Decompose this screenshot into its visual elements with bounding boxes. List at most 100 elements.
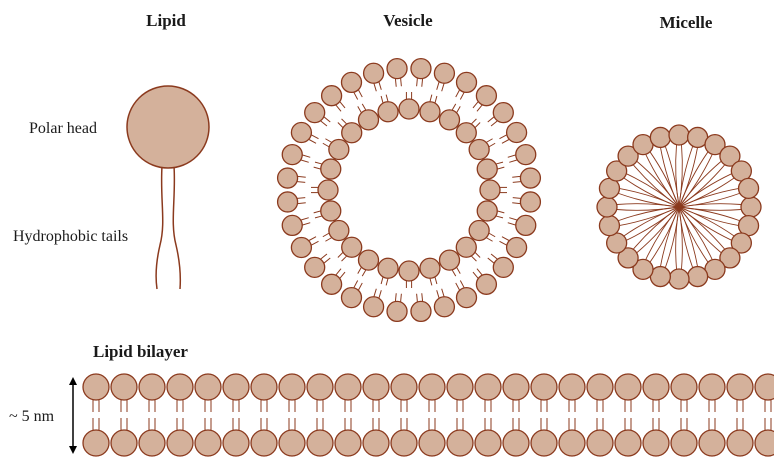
micelle-tail xyxy=(637,207,679,253)
vesicle-tail xyxy=(487,238,493,242)
vesicle-tail xyxy=(401,294,402,302)
bilayer-bottom-head xyxy=(531,430,557,456)
vesicle-tail xyxy=(430,279,432,286)
bilayer-top-head xyxy=(363,374,389,400)
vesicle-tail xyxy=(354,280,358,287)
micelle-head xyxy=(597,197,617,217)
micelle-tail xyxy=(633,165,679,207)
vesicle-outer-head xyxy=(282,215,302,235)
vesicle-tail xyxy=(359,90,363,97)
vesicle-tail xyxy=(354,92,358,99)
bilayer-top-head xyxy=(475,374,501,400)
vesicle-tail xyxy=(323,143,329,147)
micelle-tail xyxy=(633,207,679,249)
bilayer-top-head xyxy=(223,374,249,400)
bilayer-top-head xyxy=(559,374,585,400)
vesicle-tail xyxy=(301,218,309,220)
micelle-tail xyxy=(679,207,741,210)
vesicle-outer-head xyxy=(305,103,325,123)
vesicle-tail xyxy=(472,119,477,124)
bilayer-top-head xyxy=(167,374,193,400)
vesicle-outer-head xyxy=(476,274,496,294)
vesicle-tail xyxy=(477,105,482,111)
vesicle-tail xyxy=(456,90,460,97)
vesicle-tail xyxy=(303,155,311,157)
vesicle-inner-head xyxy=(399,261,419,281)
bilayer-top-head xyxy=(251,374,277,400)
bilayer-top-head xyxy=(755,374,774,400)
vesicle-tail xyxy=(437,82,439,90)
vesicle-tail xyxy=(498,167,505,169)
vesicle-inner-head xyxy=(329,140,349,160)
bilayer-bottom-head xyxy=(447,430,473,456)
vesicle-inner-head xyxy=(469,221,489,241)
vesicle-outer-head xyxy=(364,297,384,317)
vesicle-tail xyxy=(311,135,318,139)
vesicle-inner-head xyxy=(318,180,338,200)
vesicle-tail xyxy=(491,121,497,126)
bilayer-top-head xyxy=(111,374,137,400)
vesicle-tail xyxy=(386,95,388,102)
vesicle-outer-head xyxy=(278,168,298,188)
bilayer-bottom-head xyxy=(83,430,109,456)
vesicle-tail xyxy=(311,241,318,245)
vesicle-tail xyxy=(487,139,493,143)
vesicle-tail xyxy=(477,269,482,275)
vesicle-tail xyxy=(489,233,495,237)
vesicle-tail xyxy=(379,290,381,298)
vesicle-tail xyxy=(508,223,516,225)
vesicle-tail xyxy=(358,268,362,274)
bilayer-bottom-head xyxy=(111,430,137,456)
vesicle-tail xyxy=(488,258,494,263)
vesicle-tail xyxy=(342,256,347,261)
vesicle-tail xyxy=(422,293,423,301)
vesicle-tail xyxy=(321,254,327,259)
vesicle-tail xyxy=(499,135,506,139)
vesicle-tail xyxy=(338,253,343,258)
vesicle-tail xyxy=(362,104,366,110)
vesicle-inner-head xyxy=(477,159,497,179)
vesicle-outer-head xyxy=(278,192,298,212)
vesicle-outer-head xyxy=(364,63,384,83)
vesicle-tail xyxy=(417,294,418,302)
micelle-tail xyxy=(679,161,721,207)
bilayer-bottom-head xyxy=(223,430,249,456)
micelle-tail xyxy=(617,207,679,210)
vesicle-tail xyxy=(324,258,330,263)
micelle-tail xyxy=(627,174,679,207)
vesicle-inner-head xyxy=(329,221,349,241)
vesicle-inner-head xyxy=(399,99,419,119)
bilayer-bottom-head xyxy=(391,430,417,456)
lipid-polar-head xyxy=(127,86,209,168)
vesicle-inner-head xyxy=(321,159,341,179)
bilayer-bottom-head xyxy=(643,430,669,456)
vesicle-tail xyxy=(502,237,509,241)
vesicle-tail xyxy=(325,139,331,143)
micelle-tail xyxy=(617,204,679,207)
vesicle-tail xyxy=(336,105,341,111)
vesicle-outer-head xyxy=(507,238,527,258)
micelle-head xyxy=(650,127,670,147)
vesicle-tail xyxy=(298,203,306,204)
vesicle-inner-head xyxy=(420,102,440,122)
vesicle-outer-head xyxy=(507,122,527,142)
vesicle-tail xyxy=(457,106,461,112)
vesicle-tail xyxy=(315,216,322,218)
bilayer-top-head xyxy=(727,374,753,400)
vesicle-tail xyxy=(358,106,362,112)
bilayer-top-head xyxy=(643,374,669,400)
vesicle-tail xyxy=(395,79,396,87)
vesicle-tail xyxy=(297,198,305,199)
vesicle-tail xyxy=(314,167,321,169)
vesicle-tail xyxy=(512,203,520,204)
vesicle-tail xyxy=(473,102,478,108)
vesicle xyxy=(278,59,541,322)
bilayer-top-head xyxy=(671,374,697,400)
bilayer-top-head xyxy=(391,374,417,400)
micelle-head xyxy=(688,267,708,287)
bilayer-title: Lipid bilayer xyxy=(93,342,188,361)
bilayer-bottom-head xyxy=(167,430,193,456)
bilayer-bottom-head xyxy=(503,430,529,456)
vesicle-tail xyxy=(374,84,376,92)
